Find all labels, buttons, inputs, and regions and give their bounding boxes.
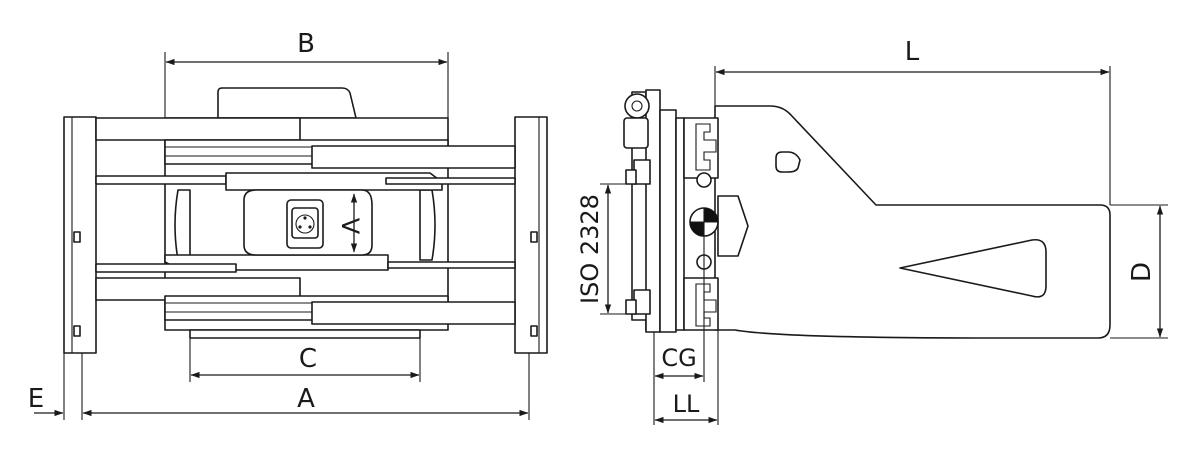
right-arm: [514, 116, 548, 354]
dim-iso-label: ISO 2328: [576, 194, 604, 304]
dim-e-label: E: [28, 384, 44, 414]
lower-slides: [95, 254, 516, 325]
upper-slides: [95, 117, 516, 191]
rotator-hub: [243, 189, 373, 256]
dim-a-label: A: [297, 384, 315, 414]
center-of-gravity-marker: [689, 207, 719, 237]
front-view: [63, 87, 548, 354]
clamp-arm: [714, 105, 1111, 339]
dim-d-label: D: [1127, 262, 1157, 282]
dim-ll-label: LL: [673, 390, 700, 418]
guide-channels: [683, 117, 749, 331]
front-dimensions: B C A E V: [28, 29, 530, 420]
left-arm: [63, 116, 97, 354]
dim-l-label: L: [905, 37, 920, 67]
dim-cg-label: CG: [661, 344, 696, 372]
dim-c-label: C: [299, 344, 317, 374]
backplate: [623, 89, 685, 333]
dim-b-label: B: [297, 29, 315, 59]
dim-v-label: V: [336, 218, 364, 235]
side-view: [623, 89, 1111, 339]
side-dimensions: L D ISO 2328 CG LL: [576, 37, 1168, 425]
